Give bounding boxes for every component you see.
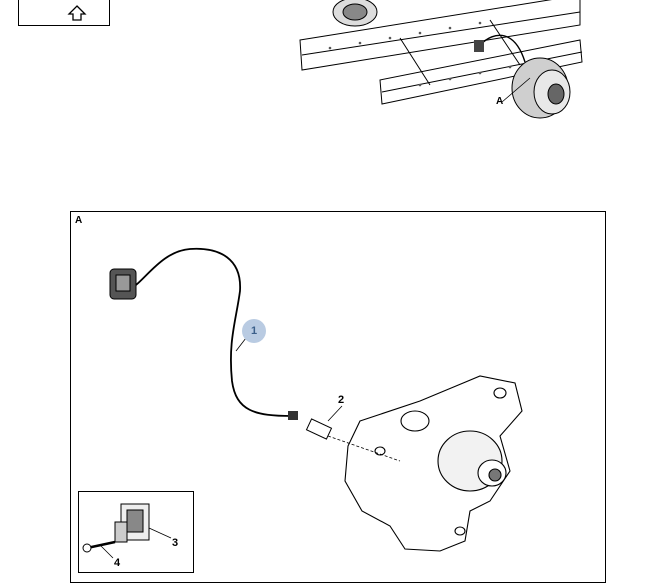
wheel-speed-sensor <box>305 418 333 440</box>
harness-connector <box>109 268 137 300</box>
callout-a: A <box>496 96 504 107</box>
callout-2: 2 <box>338 394 345 406</box>
knuckle-sensor-illustration <box>109 247 523 552</box>
up-arrow-icon[interactable] <box>19 0 111 27</box>
callout-1: 1 <box>242 319 266 343</box>
callout-4: 4 <box>114 557 121 569</box>
sensor-harness <box>135 247 293 417</box>
callout-3: 3 <box>172 537 179 549</box>
navigation-box[interactable] <box>18 0 110 26</box>
bracket-fastener-illustration <box>82 503 172 559</box>
steering-knuckle <box>344 375 523 552</box>
detail-view-label: A <box>75 215 83 226</box>
inline-connector <box>288 411 298 420</box>
chassis-overview-illustration <box>299 0 583 119</box>
inset-frame <box>78 491 194 573</box>
